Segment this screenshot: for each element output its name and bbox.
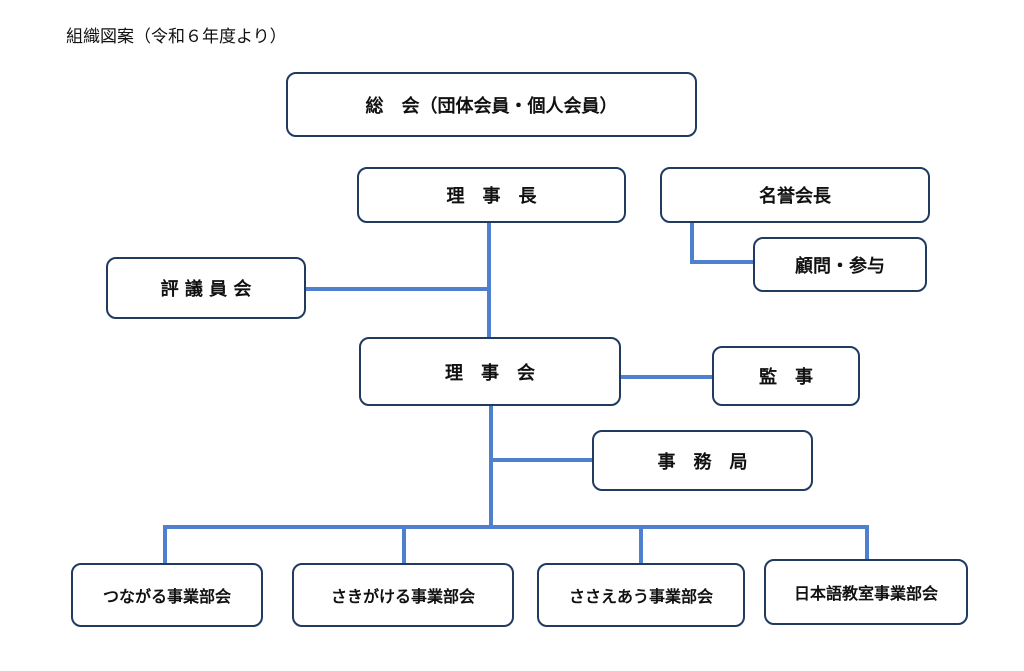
advisors-box: 顧問・参与: [753, 237, 927, 292]
councilors-box: 評 議 員 会: [106, 257, 306, 319]
connector-dept-3: [639, 525, 643, 564]
general-assembly-box: 総 会（団体会員・個人会員）: [286, 72, 697, 137]
connector-dept-4: [865, 525, 869, 560]
honorary-chairman-box: 名誉会長: [660, 167, 930, 223]
connector-board-auditors: [620, 375, 713, 379]
chairman-box: 理 事 長: [357, 167, 626, 223]
connector-dept-1: [163, 525, 167, 564]
dept-box-sasaeau: ささえあう事業部会: [537, 563, 745, 627]
dept-box-nihongo: 日本語教室事業部会: [764, 559, 968, 625]
connector-councilors: [305, 287, 489, 291]
board-box: 理 事 会: [359, 337, 621, 406]
connector-chairman-board: [487, 222, 491, 338]
connector-board-down: [489, 405, 493, 528]
dept-box-sakigakeru: さきがける事業部会: [292, 563, 514, 627]
connector-honorary-advisors-v: [690, 222, 694, 264]
dept-box-tsunagaru: つながる事業部会: [71, 563, 263, 627]
connector-depts-bus: [163, 525, 869, 529]
connector-honorary-advisors-h: [690, 260, 754, 264]
auditors-box: 監 事: [712, 346, 860, 406]
connector-dept-2: [402, 525, 406, 564]
page-title: 組織図案（令和６年度より）: [66, 27, 287, 47]
secretariat-box: 事 務 局: [592, 430, 813, 491]
connector-secretariat: [489, 458, 593, 462]
